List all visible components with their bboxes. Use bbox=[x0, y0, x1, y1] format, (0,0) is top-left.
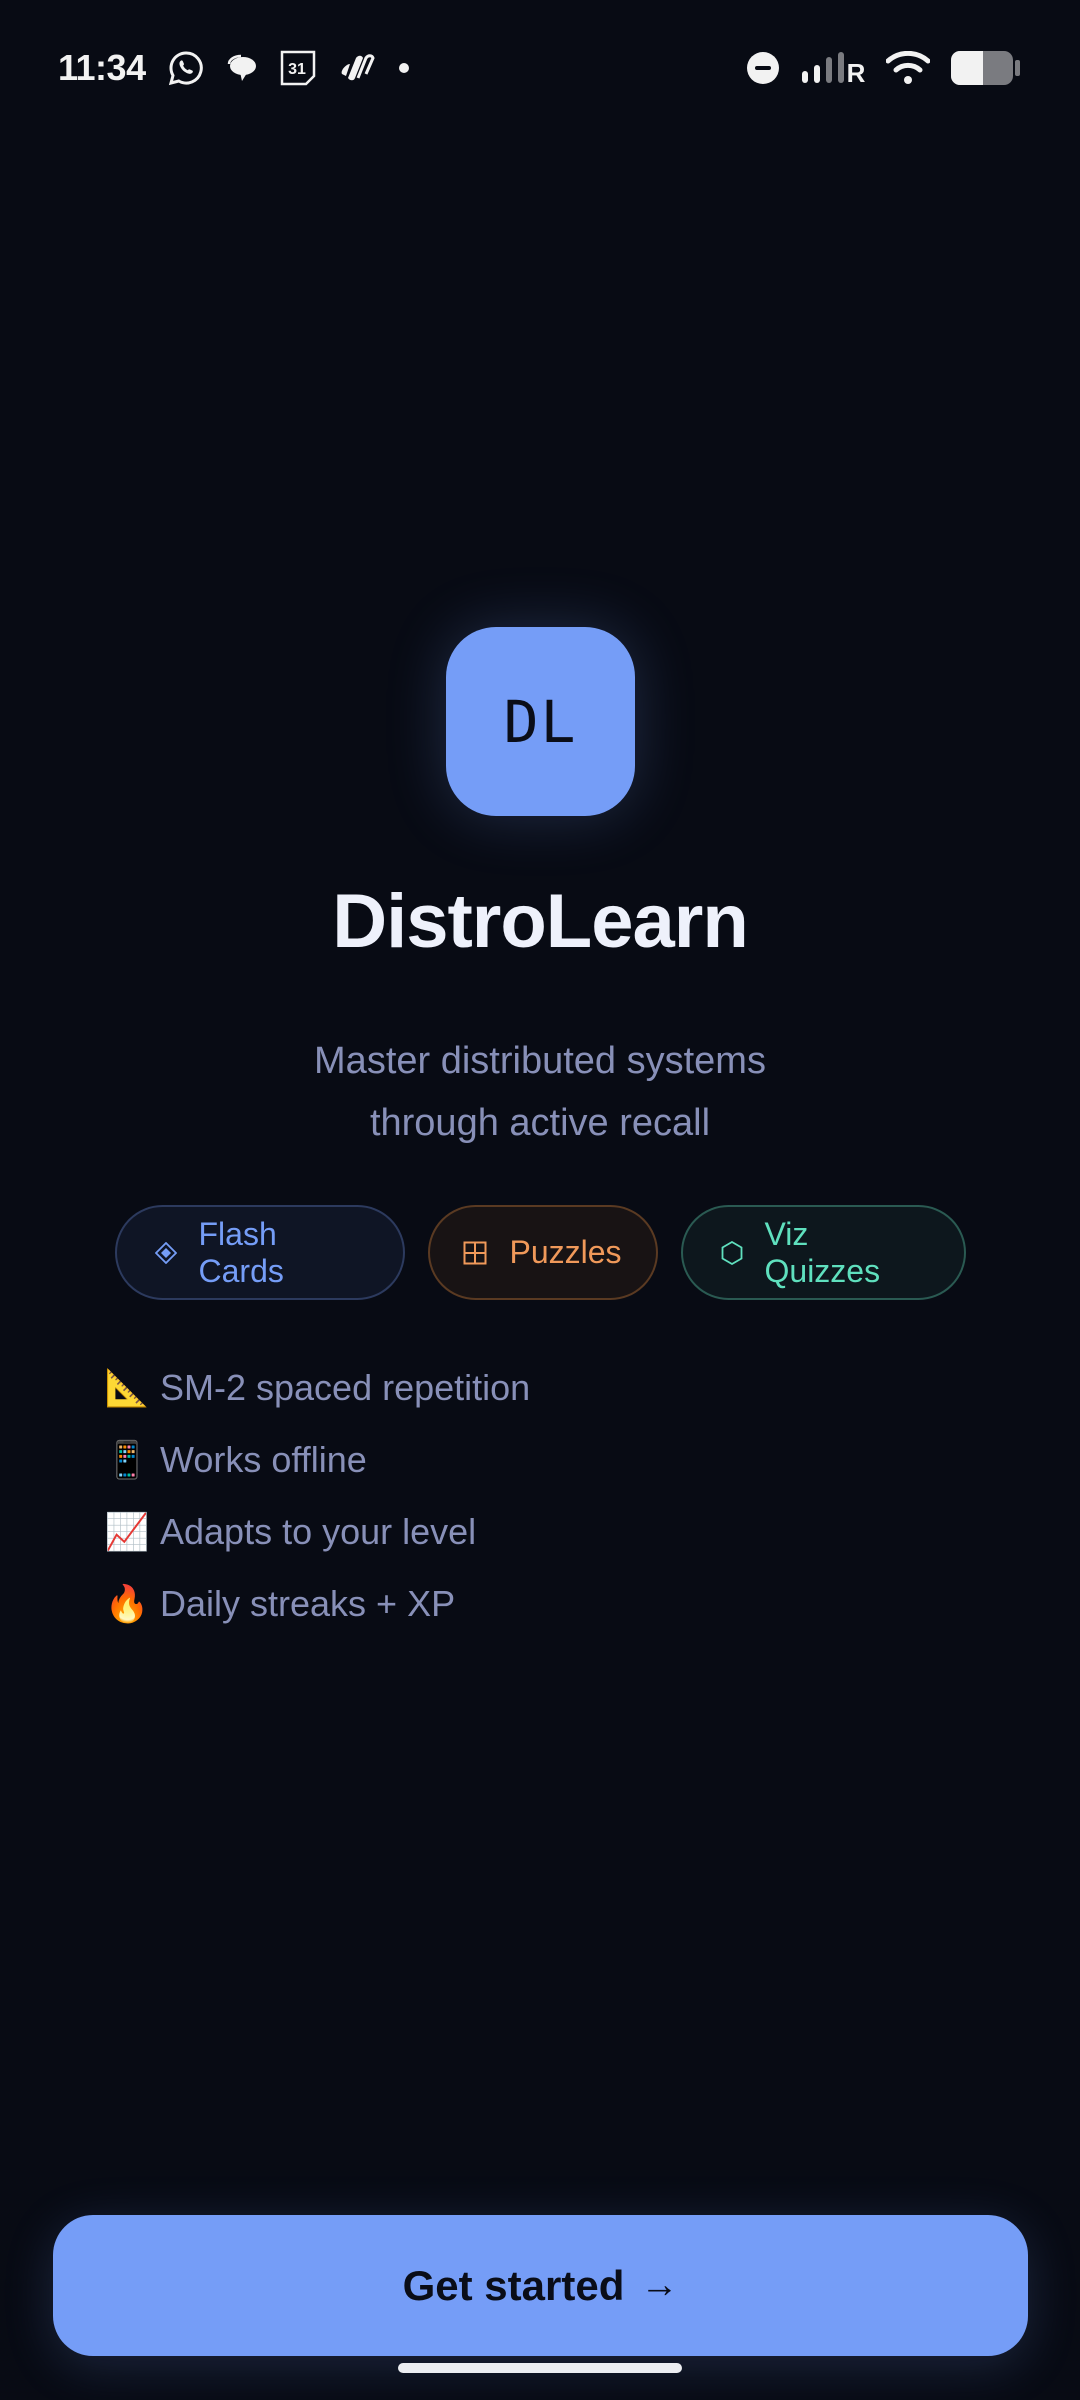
tagline-line-1: Master distributed systems bbox=[314, 1040, 766, 1082]
tagline: Master distributed systems through activ… bbox=[0, 1030, 1080, 1154]
feature-label: Daily streaks + XP bbox=[160, 1583, 456, 1624]
feature-label: Works offline bbox=[160, 1439, 367, 1480]
feature-item: 📈 Adapts to your level bbox=[104, 1496, 530, 1568]
calendar-icon: 31 bbox=[280, 50, 316, 86]
diamond-icon bbox=[154, 1241, 177, 1264]
more-dot-icon bbox=[398, 62, 410, 74]
get-started-button[interactable]: Get started → bbox=[53, 2215, 1028, 2356]
svg-text:31: 31 bbox=[288, 61, 306, 78]
app-title: DistroLearn bbox=[332, 879, 749, 964]
do-not-disturb-icon bbox=[746, 51, 780, 85]
app-logo: DL bbox=[446, 627, 635, 816]
status-bar: 11:34 31 R bbox=[0, 0, 1080, 136]
feature-item: 📱 Works offline bbox=[104, 1424, 530, 1496]
battery-icon bbox=[950, 50, 1022, 86]
hexagon-icon bbox=[721, 1240, 743, 1265]
mobile-phone-icon: 📱 bbox=[104, 1439, 150, 1480]
triangle-ruler-icon: 📐 bbox=[104, 1367, 150, 1408]
feature-label: Adapts to your level bbox=[160, 1511, 477, 1552]
arrow-right-icon: → bbox=[640, 2264, 679, 2306]
feature-list: 📐 SM-2 spaced repetition 📱 Works offline… bbox=[104, 1352, 531, 1640]
roaming-icon: R bbox=[847, 58, 866, 85]
chip-label: Flash Cards bbox=[198, 1215, 284, 1289]
messages-icon bbox=[226, 52, 258, 84]
get-started-label: Get started bbox=[402, 2261, 625, 2309]
logo-initials: DL bbox=[503, 687, 578, 756]
chip-viz-quizzes[interactable]: Viz Quizzes bbox=[680, 1205, 966, 1300]
chip-label: Puzzles bbox=[509, 1234, 622, 1270]
chip-label: Viz Quizzes bbox=[764, 1215, 881, 1289]
grid-icon bbox=[463, 1241, 487, 1265]
chart-increasing-icon: 📈 bbox=[104, 1511, 150, 1552]
wifi-icon bbox=[886, 51, 930, 85]
tagline-line-2: through active recall bbox=[369, 1102, 711, 1144]
chip-puzzles[interactable]: Puzzles bbox=[427, 1205, 658, 1300]
app-icon bbox=[338, 52, 376, 84]
feature-item: 📐 SM-2 spaced repetition bbox=[104, 1352, 531, 1424]
signal-icon: R bbox=[800, 51, 866, 85]
status-bar-left: 11:34 31 bbox=[58, 47, 432, 89]
home-indicator[interactable] bbox=[398, 2363, 682, 2373]
feature-item: 🔥 Daily streaks + XP bbox=[104, 1568, 530, 1640]
chip-flash-cards[interactable]: Flash Cards bbox=[114, 1205, 405, 1300]
feature-label: SM-2 spaced repetition bbox=[160, 1367, 531, 1408]
mode-chips: Flash Cards Puzzles Viz Quizzes bbox=[0, 1205, 1080, 1300]
whatsapp-icon bbox=[168, 50, 204, 86]
status-bar-right: R bbox=[726, 50, 1022, 86]
fire-icon: 🔥 bbox=[104, 1583, 150, 1624]
status-time: 11:34 bbox=[58, 47, 146, 88]
